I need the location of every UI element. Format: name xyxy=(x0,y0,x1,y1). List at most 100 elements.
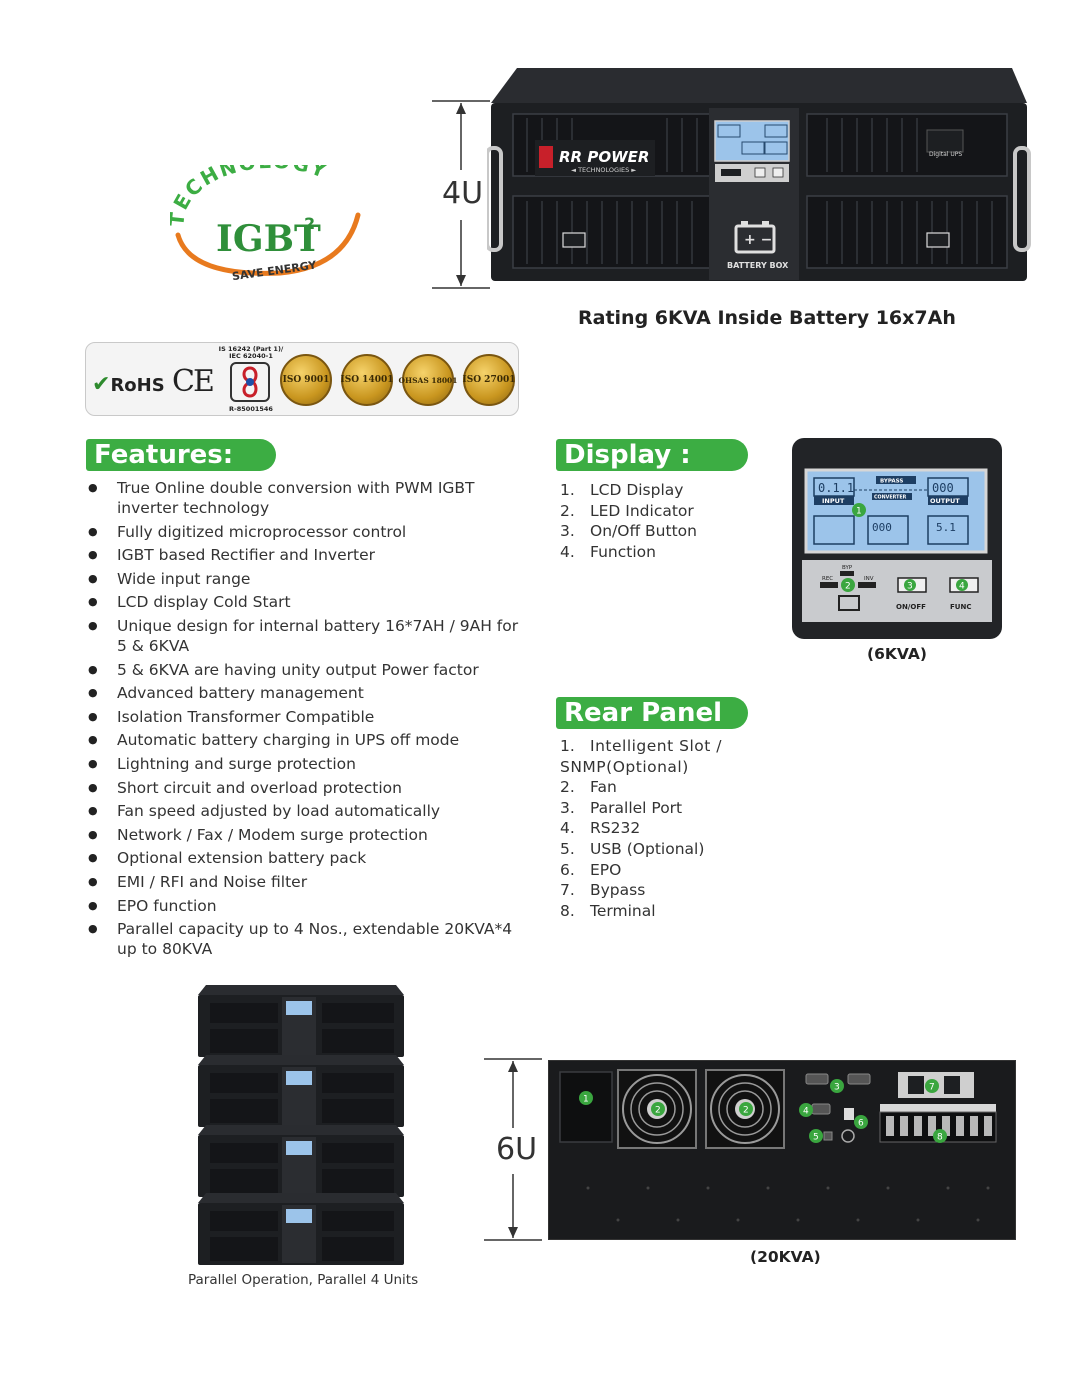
list-item: 4.RS232 xyxy=(560,819,641,838)
svg-text:6: 6 xyxy=(858,1119,864,1129)
ohsas-18001-seal: OHSAS 18001 xyxy=(399,354,458,406)
rohs-badge: ✔RoHS xyxy=(92,372,165,397)
list-item: 8.Terminal xyxy=(560,901,656,920)
list-item: Wide input range xyxy=(88,569,528,589)
iso-14001-seal: ISO 14001 xyxy=(341,354,394,406)
svg-text:2: 2 xyxy=(845,582,851,592)
bis-mark xyxy=(230,362,270,402)
ce-mark: CE xyxy=(172,364,215,399)
fan-icon: 2 xyxy=(705,1069,785,1149)
svg-text:8: 8 xyxy=(937,1133,943,1143)
lcd-output-value: 000 xyxy=(932,481,954,495)
svg-text:4: 4 xyxy=(959,582,965,592)
list-item: 5 & 6KVA are having unity output Power f… xyxy=(88,660,528,680)
lcd-input-value: 0.1.1 xyxy=(818,481,854,495)
height-dimension-6u xyxy=(484,1058,542,1241)
svg-text:2: 2 xyxy=(655,1106,661,1116)
list-item: 3.Parallel Port xyxy=(560,798,683,817)
lcd-input-label: INPUT xyxy=(822,497,845,505)
svg-text:4: 4 xyxy=(803,1107,809,1117)
list-item: Automatic battery charging in UPS off mo… xyxy=(88,730,528,750)
svg-text:BYP: BYP xyxy=(842,565,853,571)
check-icon: ✔ xyxy=(92,372,111,397)
rear-panel-heading: Rear Panel xyxy=(556,697,748,729)
list-item: Network / Fax / Modem surge protection xyxy=(88,825,528,845)
list-item: Optional extension battery pack xyxy=(88,848,528,868)
rear-panel-unit: 1 2 2 3 4 5 6 7 8 xyxy=(548,1060,1016,1240)
svg-text:REC: REC xyxy=(822,576,833,582)
ups-front-unit: RR POWER ◄ TECHNOLOGIES ► + − BATTERY BO… xyxy=(487,68,1031,281)
lcd-converter-label: CONVERTER xyxy=(874,495,907,501)
lcd-center-value: 000 xyxy=(872,521,892,534)
fan-icon: 2 xyxy=(617,1069,697,1149)
height-dimension-4u xyxy=(432,100,490,289)
list-item: 1.Intelligent Slot / SNMP(Optional) xyxy=(560,737,722,776)
list-item: Unique design for internal battery 16*7A… xyxy=(88,616,528,656)
features-heading: Features: xyxy=(86,439,276,471)
display-list: 1.LCD Display 2.LED Indicator 3.On/Off B… xyxy=(560,480,780,562)
height-label-4u: 4U xyxy=(442,176,484,211)
bis-icon xyxy=(242,366,258,398)
func-label: FUNC xyxy=(950,603,971,611)
list-item: EPO function xyxy=(88,896,528,916)
display-heading: Display : xyxy=(556,439,748,471)
svg-text:2: 2 xyxy=(743,1106,749,1116)
brand-name: RR POWER xyxy=(559,148,649,166)
list-item: True Online double conversion with PWM I… xyxy=(88,478,528,518)
svg-text:INV: INV xyxy=(864,576,874,582)
lcd-right-value: 5.1 xyxy=(936,521,956,534)
logo-superscript: 2 xyxy=(304,214,315,233)
parallel-caption: Parallel Operation, Parallel 4 Units xyxy=(188,1272,419,1288)
list-item: Parallel capacity up to 4 Nos., extendab… xyxy=(88,919,528,959)
list-item: IGBT based Rectifier and Inverter xyxy=(88,545,528,565)
bis-standard-text: IS 16242 (Part 1)/ IEC 62040-1 xyxy=(218,345,284,360)
lcd-output-label: OUTPUT xyxy=(930,497,960,505)
svg-text:7: 7 xyxy=(929,1083,935,1093)
list-item: Fully digitized microprocessor control xyxy=(88,522,528,542)
svg-text:1: 1 xyxy=(583,1095,589,1105)
list-item: 4.Function xyxy=(560,542,656,561)
stacked-ups-unit xyxy=(198,985,404,1057)
logo-main-text: IGBT xyxy=(216,218,321,260)
igbt-technology-logo: TECHNOLOGY IGBT 2 SAVE ENERGY xyxy=(170,165,361,283)
list-item: 3.On/Off Button xyxy=(560,522,697,541)
list-item: LCD display Cold Start xyxy=(88,592,528,612)
list-item: 1.LCD Display xyxy=(560,481,684,499)
list-item: 6.EPO xyxy=(560,860,622,879)
height-label-6u: 6U xyxy=(496,1132,538,1167)
stacked-ups-unit xyxy=(198,1125,404,1197)
iso-9001-seal: ISO 9001 xyxy=(280,354,332,406)
rear-panel-list: 1.Intelligent Slot / SNMP(Optional) 2.Fa… xyxy=(560,736,820,921)
svg-text:5: 5 xyxy=(813,1133,819,1143)
list-item: 5.USB (Optional) xyxy=(560,839,705,858)
digital-ups-label: Digital UPS xyxy=(929,151,962,158)
list-item: 2.LED Indicator xyxy=(560,501,694,520)
svg-text:1: 1 xyxy=(856,507,862,517)
iso-27001-seal: ISO 27001 xyxy=(463,354,516,406)
stacked-ups-unit xyxy=(198,1193,404,1265)
list-item: 7.Bypass xyxy=(560,881,646,900)
list-item: Lightning and surge protection xyxy=(88,754,528,774)
svg-text:+ −: + − xyxy=(744,232,772,248)
features-list: True Online double conversion with PWM I… xyxy=(88,478,528,963)
lcd-bypass-label: BYPASS xyxy=(880,479,903,485)
bis-registration: R-85001546 xyxy=(229,405,273,413)
stacked-ups-unit xyxy=(198,1055,404,1127)
list-item: Isolation Transformer Compatible xyxy=(88,707,528,727)
list-item: Short circuit and overload protection xyxy=(88,778,528,798)
list-item: Advanced battery management xyxy=(88,683,528,703)
display-caption: (6KVA) xyxy=(867,645,927,663)
svg-text:3: 3 xyxy=(907,582,913,592)
logo-tagline: SAVE ENERGY xyxy=(231,258,318,283)
battery-box-label: BATTERY BOX xyxy=(727,261,789,270)
list-item: Fan speed adjusted by load automatically xyxy=(88,801,528,821)
rear-panel-caption: (20KVA) xyxy=(750,1248,821,1266)
svg-text:3: 3 xyxy=(834,1083,840,1093)
lcd-control-panel: 0.1.1 INPUT BYPASS CONVERTER 000 OUTPUT … xyxy=(792,438,1002,639)
list-item: EMI / RFI and Noise filter xyxy=(88,872,528,892)
brand-subtitle: ◄ TECHNOLOGIES ► xyxy=(571,166,636,174)
rating-text: Rating 6KVA Inside Battery 16x7Ah xyxy=(578,307,956,329)
onoff-label: ON/OFF xyxy=(896,603,926,611)
list-item: 2.Fan xyxy=(560,778,617,797)
parallel-ups-stack xyxy=(198,985,404,1265)
